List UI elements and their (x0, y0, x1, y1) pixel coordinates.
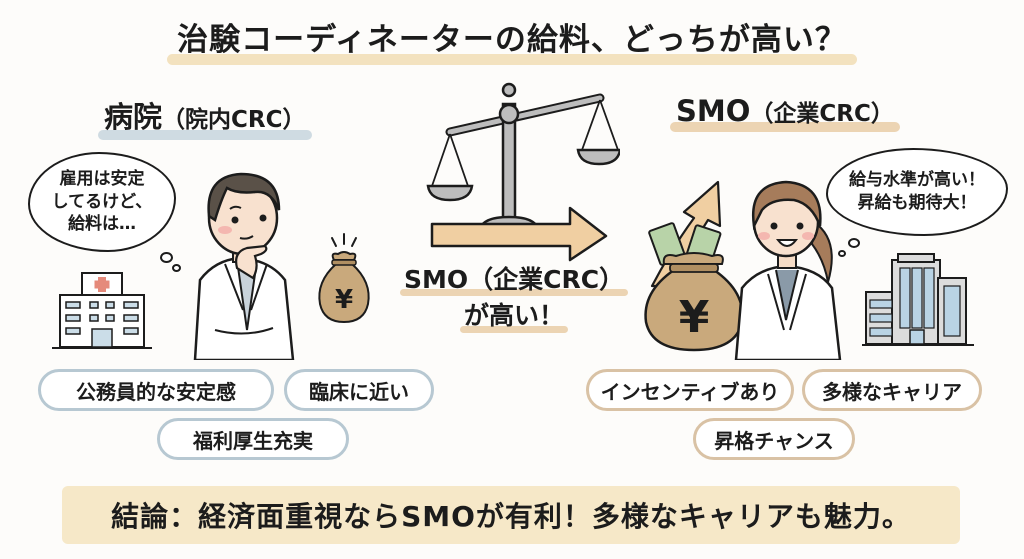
smo-thought-bubble: 給与水準が高い！ 昇給も期待大！ (826, 148, 1008, 236)
verdict-text: SMO（企業CRC） が高い！ (400, 262, 628, 335)
thought-line: 給料は… (67, 214, 136, 235)
hospital-icon (52, 272, 152, 349)
hospital-feature-pill: 福利厚生充実 (157, 418, 349, 460)
office-building-icon (862, 253, 974, 346)
title-container: 治験コーディネーターの給料、どっちが高い？ (0, 14, 1024, 65)
thought-line: 給与水準が高い！ (849, 170, 985, 191)
page-title: 治験コーディネーターの給料、どっちが高い？ (167, 14, 857, 65)
yen-money-bag-small-icon: ¥ (318, 233, 370, 324)
hospital-feature-pill: 公務員的な安定感 (38, 369, 274, 411)
hospital-heading-main: 病院 (104, 100, 163, 134)
yen-money-bag-large-icon: ¥ (644, 222, 744, 352)
thought-line: してるけど、 (51, 191, 153, 212)
thought-line: 雇用は安定 (59, 168, 145, 189)
thought-dot (838, 250, 846, 257)
conclusion-banner: 結論：経済面重視ならSMOが有利！多様なキャリアも魅力。 (62, 486, 960, 544)
verdict-line-1: SMO（企業CRC） (400, 262, 628, 298)
smo-feature-pill: 多様なキャリア (802, 369, 982, 411)
right-arrow-icon (430, 206, 608, 262)
conclusion-text: 結論：経済面重視ならSMOが有利！多様なキャリアも魅力。 (111, 500, 911, 533)
smo-heading-main: SMO (676, 94, 751, 128)
smo-feature-pill: 昇格チャンス (693, 418, 855, 460)
hospital-heading-sub: （院内CRC） (162, 107, 306, 133)
hospital-heading: 病院（院内CRC） (98, 94, 311, 140)
svg-text:¥: ¥ (679, 292, 710, 343)
thought-dot (172, 264, 181, 272)
doctor-male-icon (193, 172, 295, 360)
smo-heading: SMO（企業CRC） (670, 94, 900, 132)
thought-dot (848, 238, 860, 248)
hospital-thought-bubble: 雇用は安定 してるけど、 給料は… (28, 152, 176, 252)
smo-feature-pill: インセンティブあり (586, 369, 794, 411)
doctor-female-icon (734, 180, 842, 360)
thought-line: 昇給も期待大！ (857, 193, 977, 213)
hospital-feature-pill: 臨床に近い (284, 369, 434, 411)
balance-scale-icon (426, 82, 620, 232)
verdict-line-2: が高い！ (459, 298, 569, 334)
smo-heading-sub: （企業CRC） (750, 101, 894, 127)
thought-dot (160, 252, 173, 263)
svg-text:¥: ¥ (335, 285, 353, 315)
